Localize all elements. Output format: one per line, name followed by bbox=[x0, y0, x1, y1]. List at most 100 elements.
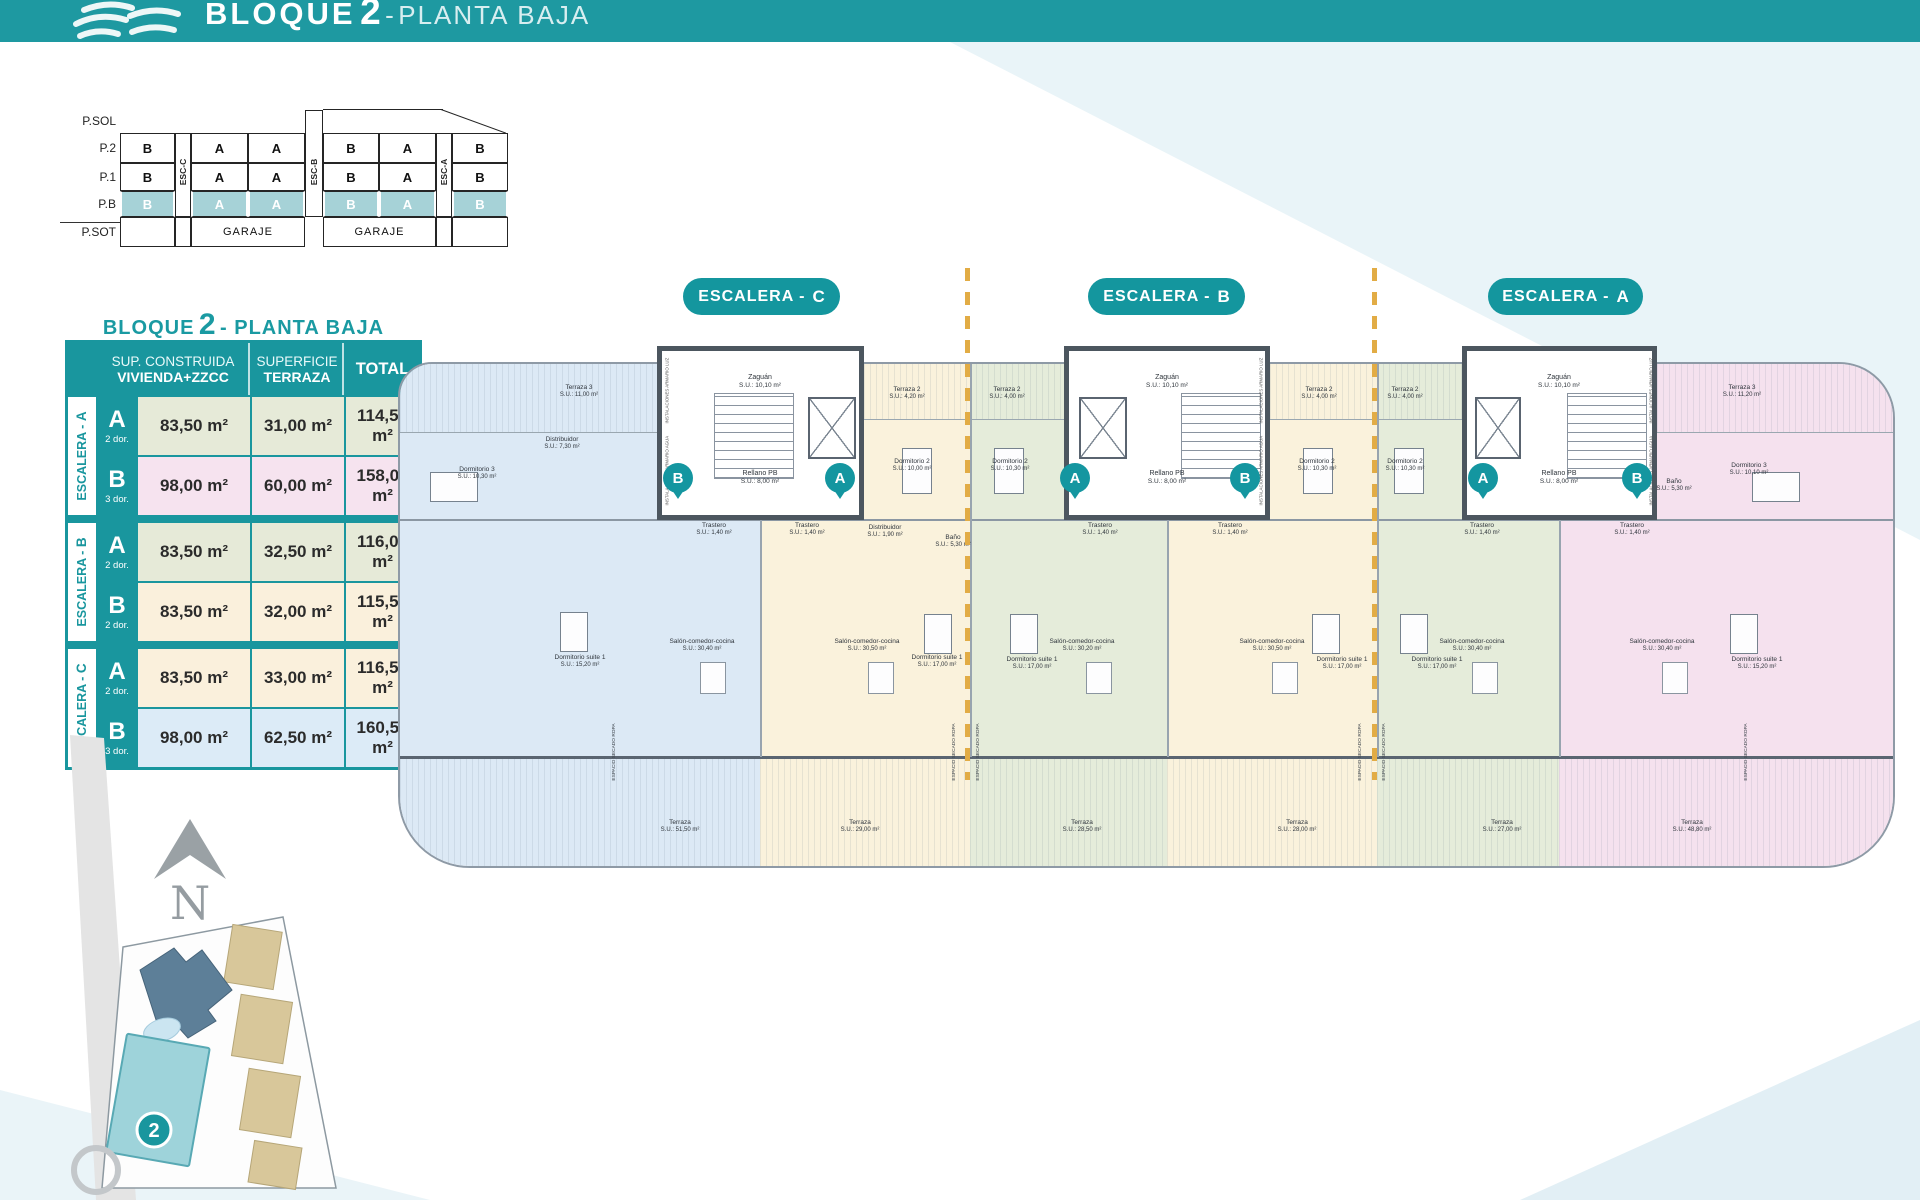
brand-wave-logo-icon bbox=[73, 1, 181, 39]
block-2-badge bbox=[135, 1111, 173, 1149]
pill-text: ESCALERA - bbox=[1502, 287, 1610, 305]
unit-pin: B bbox=[663, 463, 693, 499]
header-bar: BLOQUE 2 - PLANTA BAJA bbox=[0, 0, 1920, 42]
neighbor-building bbox=[230, 993, 294, 1065]
room-area: S.U.: 30,40 m² bbox=[1452, 646, 1492, 653]
value-cell: 98,00 m² bbox=[138, 457, 250, 515]
value-cell: 60,00 m² bbox=[252, 457, 344, 515]
room-area: S.U.: 29,00 m² bbox=[840, 827, 880, 834]
value-cell: 83,50 m² bbox=[138, 397, 250, 455]
secado-label: ESPACIO SECADO ROPA bbox=[976, 723, 981, 781]
room-area: S.U.: 10,00 m² bbox=[892, 466, 932, 473]
value-cell: 83,50 m² bbox=[138, 523, 250, 581]
room-name: Trastero bbox=[1088, 522, 1112, 529]
floor-label: P.B bbox=[98, 197, 116, 211]
room-name: Dormitorio 2 bbox=[1299, 458, 1335, 465]
room-name: Salón-comedor-cocina bbox=[1049, 638, 1115, 645]
group-label-letter: B bbox=[74, 537, 89, 548]
garage-cell: GARAJE bbox=[323, 217, 436, 247]
group-label-escalera-b: ESCALERA - B bbox=[69, 522, 95, 642]
garage-cell: GARAJE bbox=[191, 217, 305, 247]
pill-text: ESCALERA - bbox=[1103, 287, 1211, 305]
type-dorms: 3 dor. bbox=[105, 745, 129, 757]
room-area: S.U.: 17,00 m² bbox=[1012, 664, 1052, 671]
escalera-c-pill: ESCALERA -C bbox=[683, 278, 840, 315]
unit-zone-aa bbox=[1377, 364, 1462, 520]
bed-icon bbox=[560, 612, 588, 652]
title-subtitle: PLANTA BAJA bbox=[398, 0, 591, 30]
dining-table-icon bbox=[1472, 662, 1498, 694]
room-area: S.U.: 15,20 m² bbox=[1737, 664, 1777, 671]
room-name: Dormitorio 3 bbox=[1731, 462, 1767, 469]
floor-label: P.SOT bbox=[81, 225, 116, 239]
terrace-hatch bbox=[1559, 757, 1893, 866]
floor-label: P.SOL bbox=[82, 114, 116, 128]
type-dorms: 2 dor. bbox=[105, 559, 129, 571]
stack-cell-highlight: A bbox=[248, 191, 305, 217]
stack-cell: A bbox=[191, 133, 248, 163]
stair-column-label: ESC-A bbox=[439, 158, 449, 186]
terrace-hatch bbox=[760, 757, 970, 866]
room-area: S.U.: 7,30 m² bbox=[544, 444, 580, 451]
room-area: S.U.: 10,30 m² bbox=[1297, 466, 1337, 473]
title-separator: - bbox=[385, 0, 394, 30]
room-area: S.U.: 10,10 m² bbox=[739, 382, 781, 390]
stack-cell: B bbox=[120, 163, 175, 191]
terrace-wall bbox=[400, 756, 1893, 759]
room-area: S.U.: 10,10 m² bbox=[1729, 470, 1769, 477]
type-letter: A bbox=[108, 405, 126, 433]
unit-pin: A bbox=[1060, 463, 1090, 499]
terrace-hatch bbox=[1377, 757, 1559, 866]
unit-zone-ca bbox=[760, 520, 970, 866]
type-letter: A bbox=[108, 657, 126, 685]
col-header-line: SUPERFICIE bbox=[256, 353, 338, 369]
secado-label: ESPACIO SECADO ROPA bbox=[952, 723, 957, 781]
interior-wall bbox=[400, 519, 1893, 521]
room-area: S.U.: 1,40 m² bbox=[1212, 530, 1248, 537]
col-header-line: VIVIENDA+ZZCC bbox=[117, 368, 229, 385]
basement-cell bbox=[436, 217, 452, 247]
type-letter: B bbox=[108, 717, 126, 745]
room-name: Salón-comedor-cocina bbox=[669, 638, 735, 645]
room-area: S.U.: 4,00 m² bbox=[1301, 394, 1337, 401]
room-name: Terraza 2 bbox=[1305, 386, 1333, 393]
stack-cell: A bbox=[248, 133, 305, 163]
stack-cell: B bbox=[452, 163, 508, 191]
stack-cell-highlight: B bbox=[120, 191, 175, 217]
group-label-pre: ESCALERA - bbox=[75, 421, 89, 501]
group-label-escalera-a: ESCALERA - A bbox=[69, 396, 95, 516]
dining-table-icon bbox=[1086, 662, 1112, 694]
room-name: Trastero bbox=[1620, 522, 1644, 529]
unit-pin: B bbox=[1230, 463, 1260, 499]
wave-shape bbox=[1520, 1020, 1920, 1200]
col-header-total: TOTAL bbox=[346, 343, 419, 395]
bed-icon bbox=[902, 448, 932, 494]
room-area: S.U.: 28,00 m² bbox=[1277, 827, 1317, 834]
room-area: S.U.: 10,30 m² bbox=[990, 466, 1030, 473]
title-number: 2 bbox=[360, 0, 381, 32]
type-letter: A bbox=[108, 531, 126, 559]
block-2-badge-number: 2 bbox=[148, 1120, 159, 1142]
bed-icon bbox=[1400, 614, 1428, 654]
page-title: BLOQUE 2 - PLANTA BAJA bbox=[205, 0, 590, 33]
unit-zone-ba bbox=[970, 520, 1167, 866]
